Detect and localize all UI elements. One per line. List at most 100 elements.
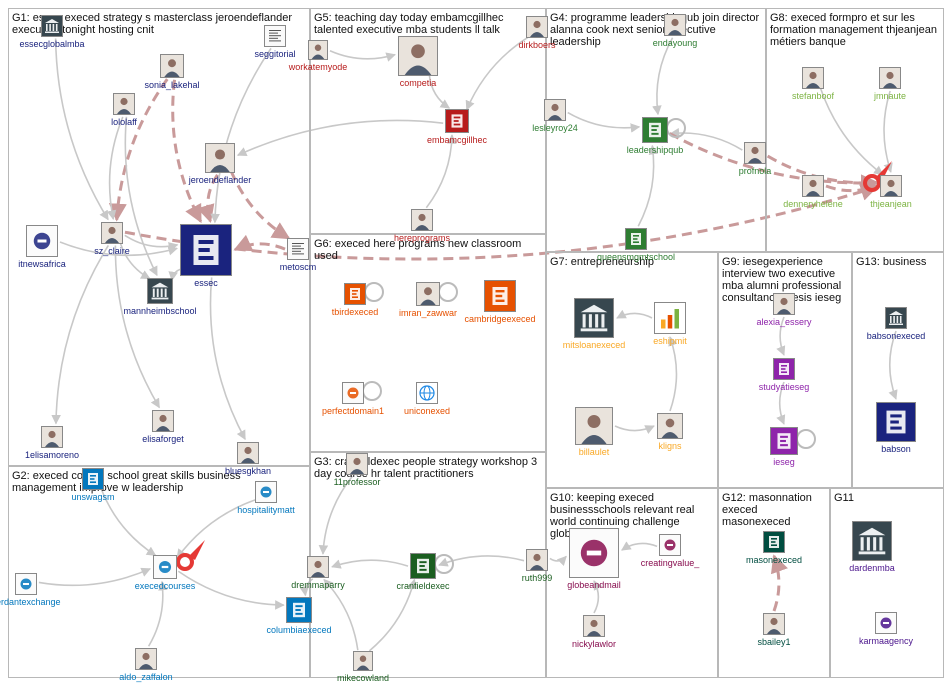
school-logo-icon [773, 358, 795, 380]
node-label: hospitalitymatt [237, 505, 295, 515]
logo-icon [875, 612, 897, 634]
school-logo-icon [642, 117, 668, 143]
building-icon [852, 521, 892, 561]
school-logo-icon [770, 427, 798, 455]
edge-creatingvalue_-to-globeandmail [621, 541, 658, 551]
edge-sonia_lakehal-to-sz_claire [108, 78, 169, 222]
node-label: columbiaexeced [266, 625, 332, 635]
logo-icon [153, 555, 177, 579]
edge-execedcourses-to-columbiaexeced [177, 570, 285, 610]
node-label: dirkboers [518, 40, 556, 50]
logo-icon [342, 382, 364, 404]
person-icon [160, 54, 184, 78]
node-label: kligns [658, 441, 682, 451]
edge-dremmaparry-to-columbiaexeced [299, 578, 314, 597]
node-label: metoscm [279, 262, 317, 272]
edge-ruth999-to-cranfieldexec [438, 555, 525, 567]
person-icon [101, 222, 123, 244]
building-icon [41, 15, 63, 37]
person-icon [307, 556, 329, 578]
document-icon [264, 25, 286, 47]
edge-hereprograms-to-embamcgillhec [425, 134, 457, 209]
edge-kligns-to-eshipmit [668, 336, 678, 412]
node-label: ieseg [773, 457, 795, 467]
edge-sbailey1-to-masonexeced [770, 554, 788, 612]
node-label: leadershipqub [626, 145, 684, 155]
logo-icon [26, 225, 58, 257]
group-title: G10: keeping execed businessschools rele… [550, 492, 695, 540]
node-label: karmaagency [858, 636, 914, 646]
person-icon [526, 16, 548, 38]
person-icon [526, 549, 548, 571]
group-panel-g11: G11 [830, 488, 944, 678]
group-title: G12: masonnation execed masonexeced [722, 492, 812, 528]
person-icon [544, 99, 566, 121]
bar-chart-icon [654, 302, 686, 334]
edge-verdantexchange-to-execedcourses [38, 567, 151, 587]
globe-icon [416, 382, 438, 404]
edge-embamcgillhec-to-jeroendeflander [236, 119, 444, 157]
node-label: profnola [738, 166, 772, 176]
edge-aldo_zaffalon-to-execedcourses [147, 580, 168, 647]
edge-jmnaute-to-thjeanjean [883, 90, 893, 173]
edge-nickylawlor-to-globeandmail [593, 580, 603, 614]
edge-dennerylhelene-to-thjeanjean [825, 183, 879, 201]
edge-babsonexeced-to-babson [888, 330, 898, 400]
node-label: jeroendeflander [188, 175, 252, 185]
person-icon [398, 36, 438, 76]
edge-sz_claire-to-elisaforget [114, 245, 161, 409]
edge-profnola-to-leadershipqub [669, 127, 743, 151]
edge-eshipmit-to-mitsloanexeced [616, 309, 653, 319]
person-icon [763, 613, 785, 635]
edge-ruth999-to-globeandmail [549, 555, 567, 567]
node-label: thjeanjean [870, 199, 912, 209]
person-icon [583, 615, 605, 637]
group-title: G11 [834, 492, 854, 504]
school-logo-icon [763, 531, 785, 553]
logo-icon [659, 534, 681, 556]
document-icon [287, 238, 309, 260]
edge-dirkboers-to-embamcgillhec [465, 36, 530, 111]
school-logo-icon [876, 402, 916, 442]
person-icon [113, 93, 135, 115]
person-icon [346, 453, 368, 475]
node-label: alexia_essery [756, 317, 812, 327]
node-label: seggitorial [254, 49, 296, 59]
edge-jeroendeflander-to-metoscm [229, 170, 291, 240]
node-label: lesleyroy24 [532, 123, 578, 133]
person-icon [773, 293, 795, 315]
person-icon [802, 67, 824, 89]
person-icon [879, 67, 901, 89]
node-label: sz_claire [94, 246, 130, 256]
person-icon [664, 14, 686, 36]
person-icon [416, 282, 440, 306]
edge-lesleyroy24-to-leadershipqub [567, 111, 641, 133]
person-icon [657, 413, 683, 439]
person-icon [744, 142, 766, 164]
node-label: elisaforget [142, 434, 184, 444]
node-label: workatemyode [288, 62, 348, 72]
node-label: endayoung [652, 38, 698, 48]
group-title: G6: execed here programs new classroom u… [314, 238, 522, 262]
group-title: G8: execed formpro et sur les formation … [770, 12, 937, 48]
node-label: essec [194, 278, 218, 288]
edge-sz_claire-to-mannheimbschool [119, 242, 151, 280]
school-logo-icon [484, 280, 516, 312]
group-panel-g5: G5: teaching day today embamcgillhec tal… [310, 8, 546, 234]
person-icon [205, 143, 235, 173]
person-icon [353, 651, 373, 671]
node-label: dardenmba [849, 563, 895, 573]
edge-hospitalitymatt-to-execedcourses [176, 498, 256, 559]
group-panel-g7: G7: entrepreneurship [546, 252, 718, 488]
logo-icon [569, 528, 619, 578]
edge-mikecowland-to-dremmaparry [323, 578, 359, 651]
edge-11professor-to-dremmaparry [318, 475, 354, 555]
group-title: G13: business [856, 256, 927, 268]
node-label: bluesgkhan [224, 466, 272, 476]
edge-billaulet-to-kligns [614, 425, 655, 435]
group-panel-g8: G8: execed formpro et sur les formation … [766, 8, 944, 252]
node-label: itnewsafrica [18, 259, 66, 269]
logo-icon [255, 481, 277, 503]
